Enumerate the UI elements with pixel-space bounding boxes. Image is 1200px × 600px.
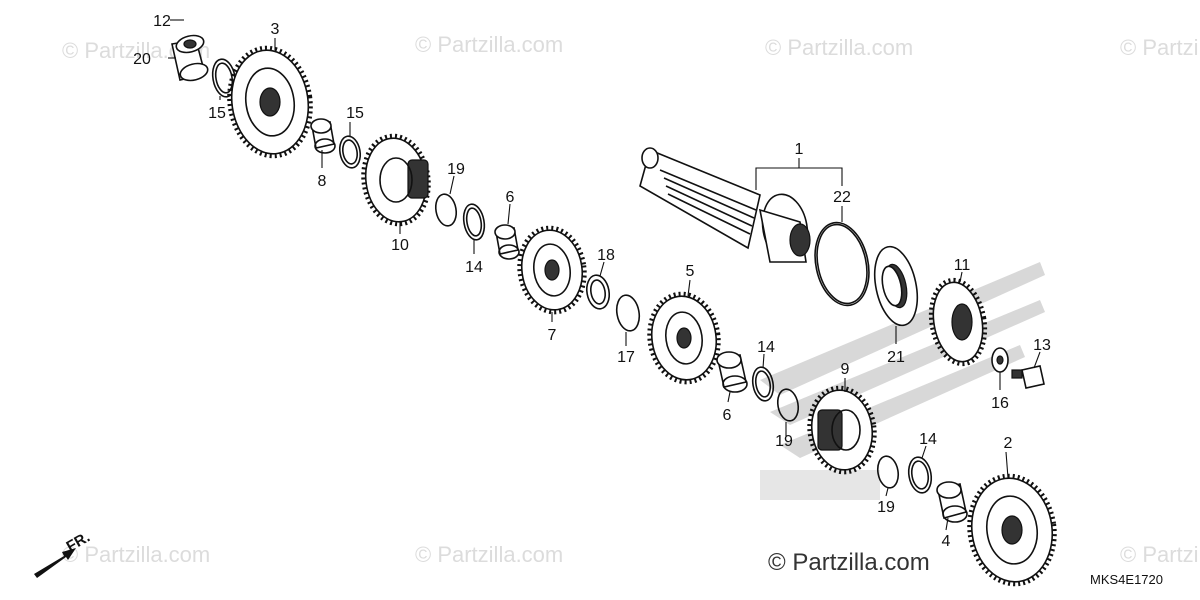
label-19: 19	[447, 161, 465, 178]
label-14: 14	[465, 259, 483, 276]
label-14: 14	[757, 339, 775, 356]
label-6: 6	[723, 407, 732, 424]
gear-part	[227, 45, 313, 159]
washer-hole	[996, 355, 1004, 365]
splined-washer	[751, 366, 775, 402]
sprocket-part	[928, 277, 988, 367]
bearing-part	[171, 34, 209, 82]
label-19: 19	[877, 499, 895, 516]
shaft-part	[639, 147, 811, 263]
watermark-main: © Partzilla.com	[768, 549, 930, 576]
label-13: 13	[1033, 337, 1051, 354]
label-5: 5	[686, 263, 695, 280]
splined-washer-inner	[465, 207, 483, 237]
label-21: 21	[887, 349, 905, 366]
gear-part	[361, 133, 431, 227]
circlip	[615, 294, 641, 332]
bushing-part	[494, 224, 520, 260]
part-labels: 12 20 3 15 15 8 10 19 14 6 7 18 17 5 6 1…	[133, 13, 1051, 550]
label-4: 3	[271, 21, 280, 38]
label-18: 18	[597, 247, 615, 264]
bushing-part	[310, 118, 336, 154]
o-ring	[814, 221, 870, 307]
label-11: 11	[954, 257, 971, 274]
label-20: 20	[133, 51, 151, 68]
label-10: 10	[391, 237, 409, 254]
splined-washer	[462, 203, 486, 241]
bolt-part	[1011, 365, 1045, 389]
circlip	[876, 455, 900, 489]
drawing-code: MKS4E1720	[1090, 572, 1163, 587]
label-6: 6	[506, 189, 515, 206]
label-1: 1	[795, 141, 804, 158]
circlip	[434, 193, 458, 227]
splined-washer-inner	[910, 460, 930, 490]
gear-part	[647, 291, 721, 385]
label-17: 17	[617, 349, 635, 366]
circlip	[776, 388, 800, 422]
label-3: 4	[942, 533, 951, 550]
oil-seal	[873, 245, 919, 327]
splined-washer	[907, 456, 933, 494]
watermark: © Partzilla.com	[415, 32, 563, 57]
thrust-washer-inner	[341, 139, 359, 165]
thrust-washer-inner	[214, 62, 234, 94]
label-22: 22	[833, 189, 851, 206]
watermark: © Partzilla.com	[765, 35, 913, 60]
leader-lines	[168, 19, 1041, 531]
gear-part	[807, 385, 877, 475]
gear-part	[517, 225, 587, 315]
splined-washer-inner	[754, 370, 772, 398]
watermark: © Partzilla.com	[1120, 542, 1200, 567]
thrust-washer	[338, 135, 362, 169]
label-15: 15	[346, 105, 364, 122]
label-15: 15	[208, 105, 226, 122]
o-ring-inner	[816, 223, 868, 305]
watermarks: © Partzilla.com © Partzilla.com © Partzi…	[62, 32, 1200, 567]
watermark: © Partzilla.com	[62, 542, 210, 567]
bushing-part	[936, 481, 968, 523]
gear-part	[967, 473, 1057, 587]
label-9: 9	[841, 361, 850, 378]
label-19: 19	[775, 433, 793, 450]
label-7: 7	[548, 327, 557, 344]
splined-washer-inner	[589, 279, 607, 305]
bushing-part	[716, 351, 748, 393]
label-2: 2	[1004, 435, 1013, 452]
splined-washer	[585, 274, 611, 310]
label-14: 14	[919, 431, 937, 448]
watermark: © Partzilla.com	[1120, 35, 1200, 60]
label-16: 16	[991, 395, 1009, 412]
label-8: 8	[318, 173, 327, 190]
watermark: © Partzilla.com	[415, 542, 563, 567]
label-12: 12	[153, 13, 171, 30]
